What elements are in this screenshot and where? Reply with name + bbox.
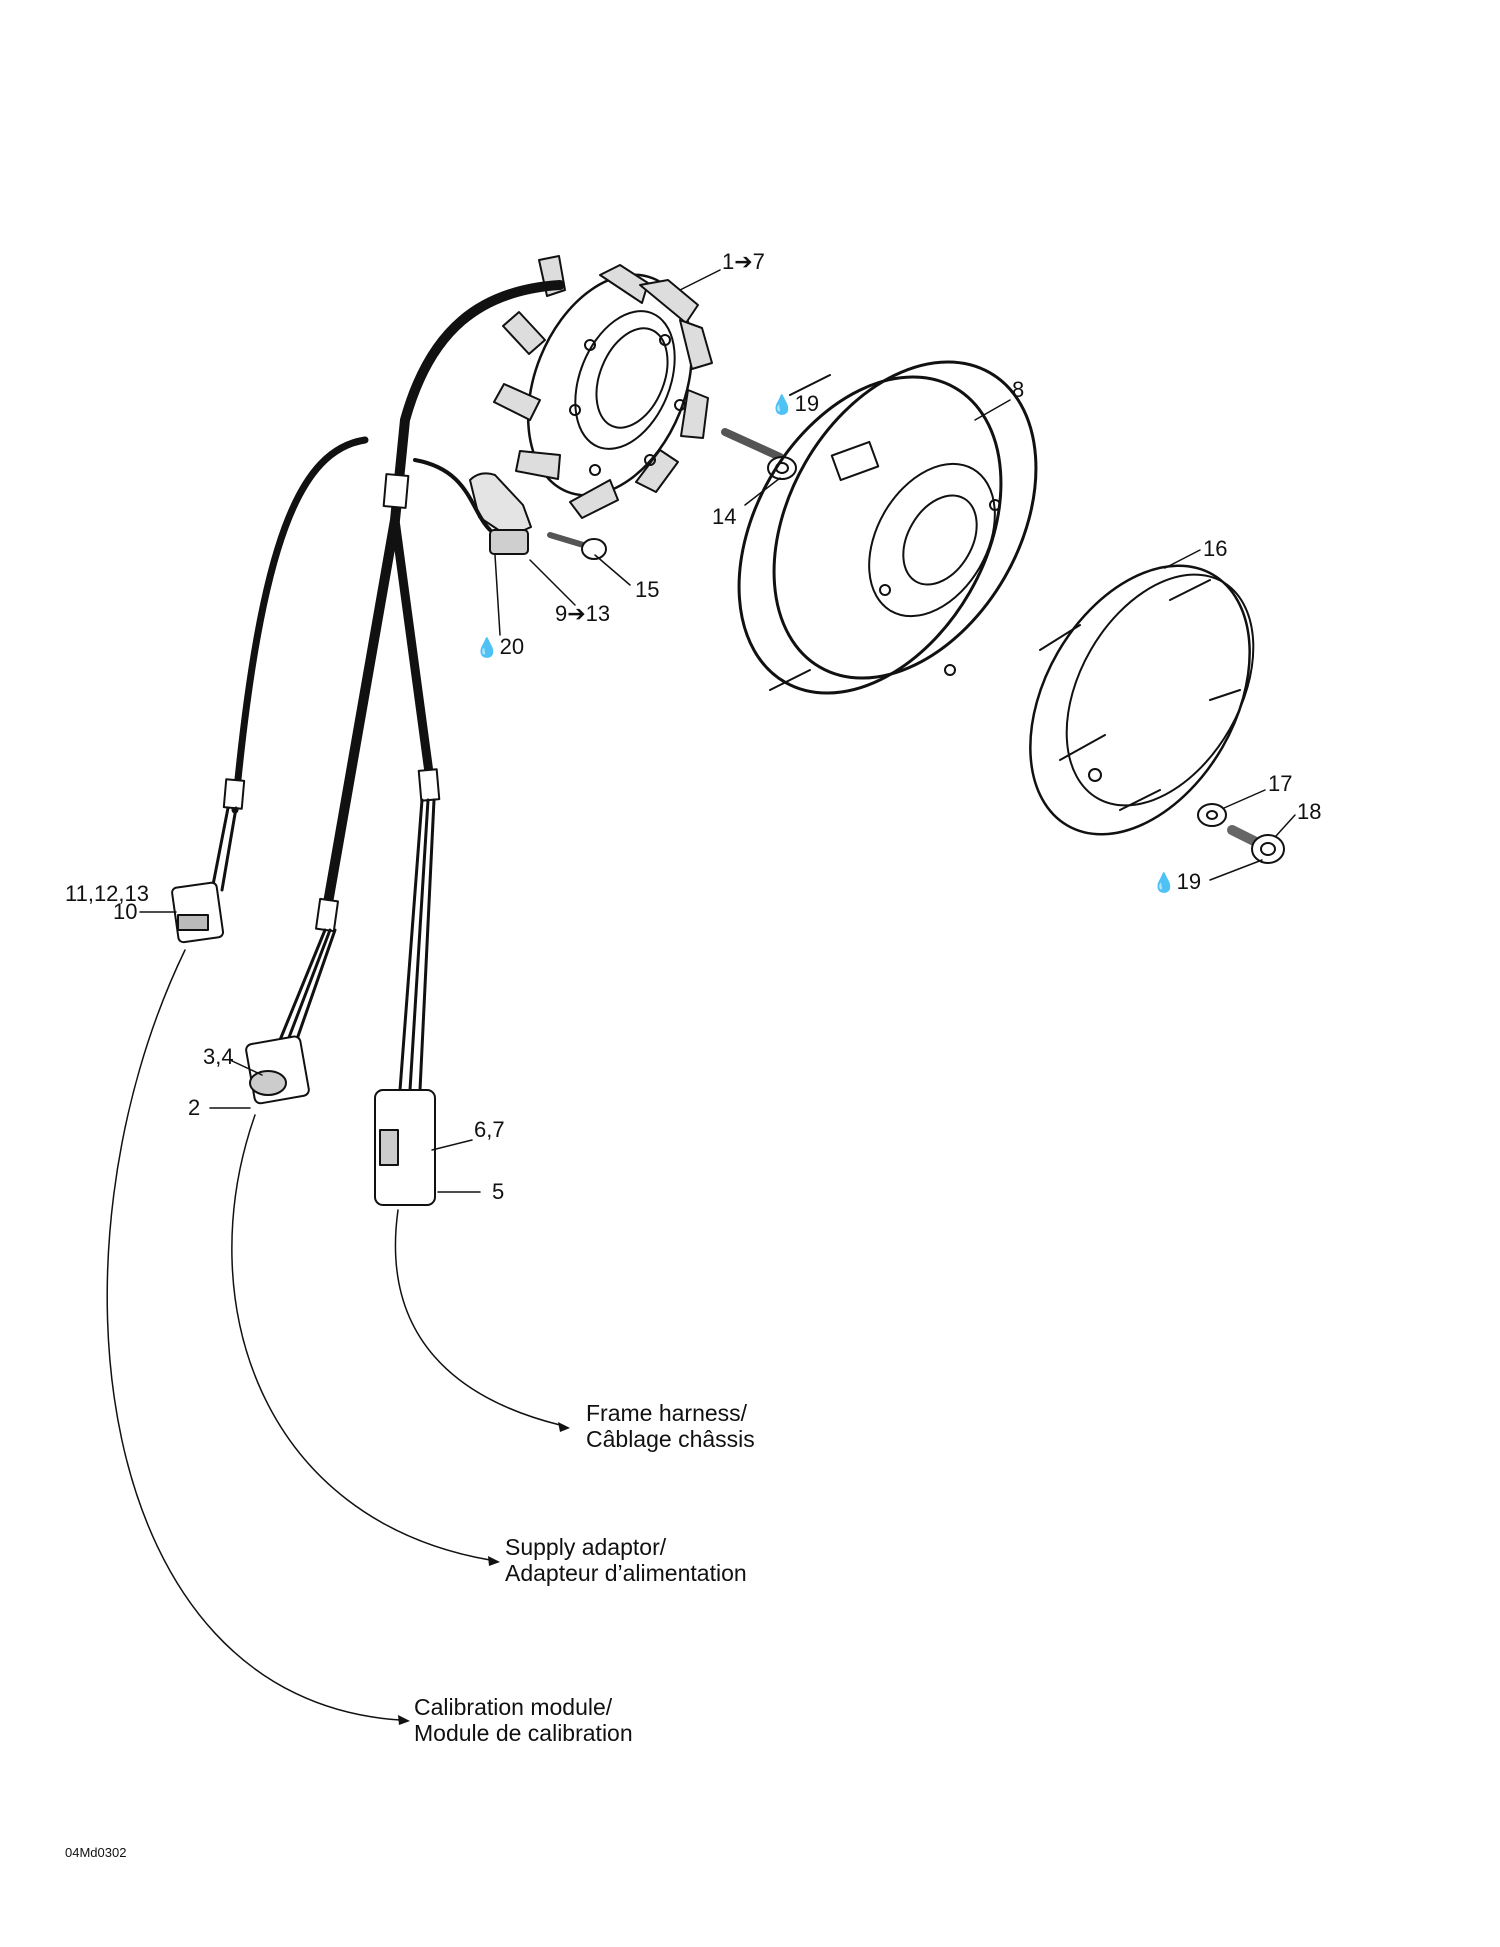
dest-supply-adaptor: Supply adaptor/ Adapteur d’alimentation xyxy=(505,1534,747,1586)
washer-17 xyxy=(1197,803,1227,827)
routing-curves xyxy=(106,949,561,1721)
drop-icon: 💧 xyxy=(475,638,499,659)
drop-icon: 💧 xyxy=(1152,873,1176,894)
connector-2 xyxy=(245,1035,310,1105)
drop-icon: 💧 xyxy=(770,395,794,416)
callout-11-12-13: 11,12,13 xyxy=(65,881,150,906)
callout-6-7: 6,7 xyxy=(474,1117,505,1142)
flywheel xyxy=(737,360,1038,695)
callout-18: 18 xyxy=(1297,799,1322,824)
ring-16 xyxy=(1029,564,1255,836)
connector-5 xyxy=(374,1089,436,1206)
callout-14: 14 xyxy=(712,504,737,529)
connector-10 xyxy=(171,881,225,944)
screw-15 xyxy=(547,532,607,560)
callout-3-4: 3,4 xyxy=(203,1044,234,1069)
callout-16: 16 xyxy=(1203,536,1228,561)
routing-arrowheads xyxy=(398,1422,570,1725)
callout-9-13: 9➔13 xyxy=(555,601,611,626)
callout-5: 5 xyxy=(492,1179,505,1204)
figure-id: 04Md0302 xyxy=(65,1845,127,1860)
callout-8: 8 xyxy=(1012,377,1025,402)
callout-17: 17 xyxy=(1268,771,1293,796)
callout-20: 💧20 xyxy=(475,634,525,660)
dest-calibration-module: Calibration module/ Module de calibratio… xyxy=(414,1694,633,1746)
callout-19-bottom: 💧19 xyxy=(1152,869,1202,895)
dest-frame-harness: Frame harness/ Câblage châssis xyxy=(586,1400,755,1452)
wire-harness xyxy=(210,280,565,1092)
callout-10: 10 xyxy=(113,899,138,924)
bolt-18 xyxy=(1227,825,1285,864)
leader-lines xyxy=(139,269,1296,1193)
callout-15: 15 xyxy=(635,577,660,602)
callout-19-top: 💧19 xyxy=(770,391,820,417)
callout-1-7: 1➔7 xyxy=(722,249,765,274)
callout-2: 2 xyxy=(188,1095,201,1120)
